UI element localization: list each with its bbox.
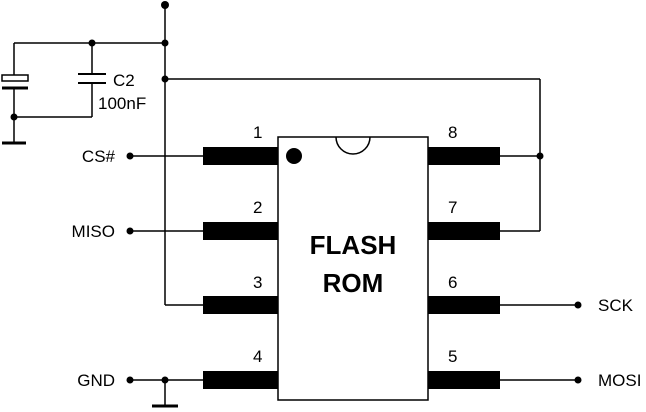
- pin2-number: 2: [253, 198, 262, 217]
- pin1-lead: [203, 147, 278, 165]
- pin8-junction: [536, 152, 544, 160]
- pin3-lead: [203, 296, 278, 314]
- pin3-number: 3: [253, 273, 262, 292]
- c2-name-label: C2: [113, 71, 135, 90]
- pin8-lead: [428, 147, 500, 165]
- cap-bottom-junction: [10, 113, 18, 121]
- pin4-lead: [203, 371, 278, 389]
- c2-value-label: 100nF: [98, 94, 146, 113]
- pin4-number: 4: [253, 347, 262, 366]
- cs-label: CS#: [82, 147, 116, 166]
- chip-title-line1: FLASH: [310, 230, 397, 260]
- gnd-terminal: [126, 376, 134, 384]
- sck-terminal: [574, 301, 582, 309]
- pin7-number: 7: [448, 198, 457, 217]
- pin5-number: 5: [448, 347, 457, 366]
- chip-body: [277, 136, 429, 401]
- pin1-marker-dot: [286, 148, 302, 164]
- pin1-number: 1: [253, 123, 262, 142]
- pin8-number: 8: [448, 123, 457, 142]
- miso-terminal: [126, 227, 134, 235]
- pin2-lead: [203, 222, 278, 240]
- chip-notch: [335, 136, 371, 155]
- miso-label: MISO: [72, 222, 115, 241]
- sck-label: SCK: [598, 296, 634, 315]
- cs-terminal: [126, 152, 134, 160]
- pin5-lead: [428, 371, 500, 389]
- chip-title-line2: ROM: [323, 268, 384, 298]
- polarized-capacitor-body: [1, 74, 29, 82]
- gnd-label: GND: [77, 371, 115, 390]
- pin6-number: 6: [448, 273, 457, 292]
- pin7-lead: [428, 222, 500, 240]
- vcc-terminal: [161, 1, 169, 9]
- mosi-label: MOSI: [598, 371, 641, 390]
- mosi-terminal: [574, 376, 582, 384]
- pin6-lead: [428, 296, 500, 314]
